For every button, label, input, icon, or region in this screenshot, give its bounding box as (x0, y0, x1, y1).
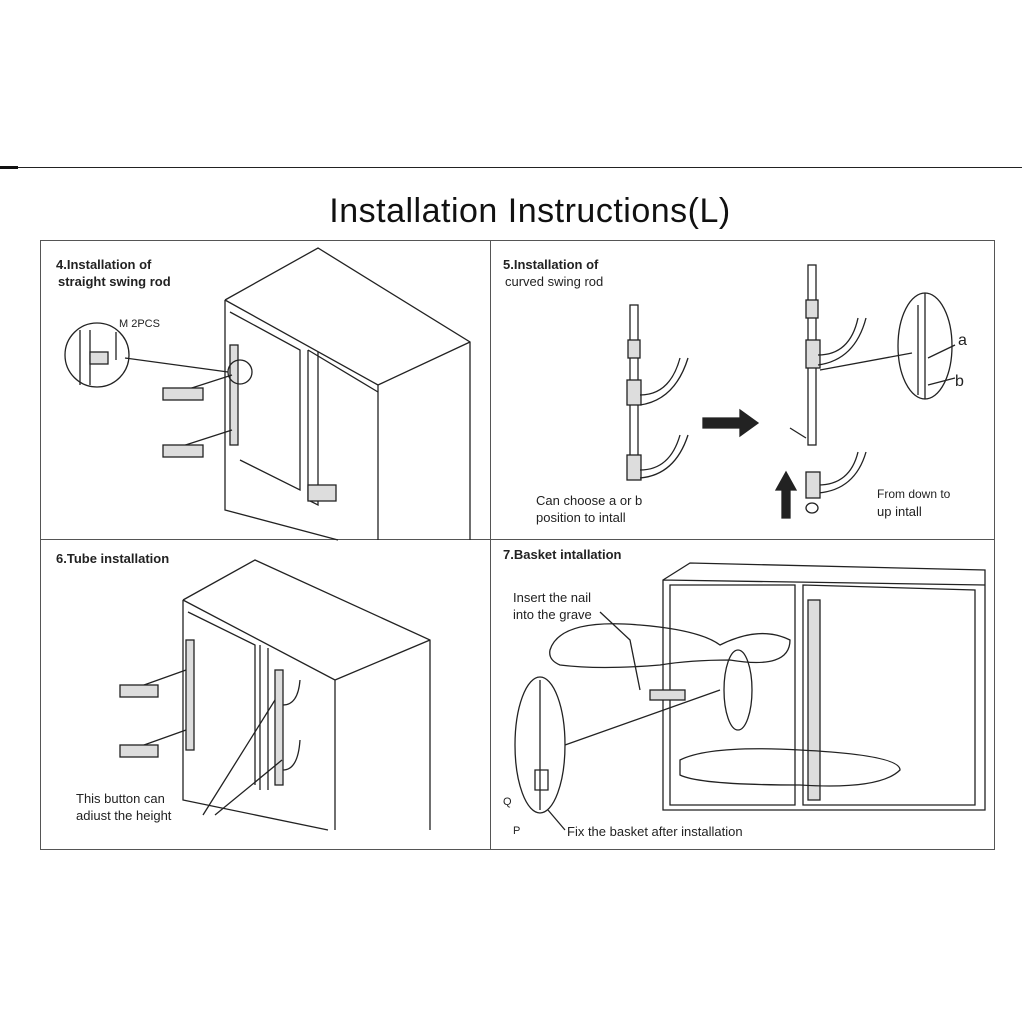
straight-swing-rod-diagram (64, 322, 253, 458)
curved-rod-diagram-left (626, 304, 689, 481)
step4-subtitle: straight swing rod (58, 274, 171, 289)
height-note: This button can adiust the height (76, 790, 171, 824)
nail-note: Insert the nail into the grave (513, 589, 592, 623)
position-note-line1: Can choose a or b (536, 493, 643, 508)
fix-basket-note: Fix the basket after installation (567, 824, 743, 839)
part-p-label: P (513, 825, 521, 837)
divider-vertical (490, 240, 491, 850)
height-note-line2: adiust the height (76, 808, 172, 823)
step5-heading: 5.Installation of curved swing rod (503, 256, 603, 290)
height-note-line1: This button can (76, 791, 165, 806)
cabinet-diagram-step4 (224, 247, 471, 541)
page-title: Installation Instructions(L) (329, 192, 731, 230)
step6-title: 6.Tube installation (56, 551, 170, 566)
step5-title: 5.Installation of (503, 257, 599, 272)
nail-note-line1: Insert the nail (513, 590, 592, 605)
position-a-label: a (958, 332, 967, 349)
up-arrow-icon (774, 470, 798, 519)
direction-note-line1: From down to (877, 487, 951, 501)
nail-note-line2: into the grave (513, 607, 592, 622)
curved-rod-diagram-right (789, 264, 956, 514)
part-q-label: Q (503, 796, 512, 808)
rule-mark (0, 166, 18, 169)
divider-horizontal (40, 539, 995, 540)
cabinet-diagram-step7 (514, 562, 986, 831)
step5-subtitle: curved swing rod (505, 274, 604, 289)
instruction-grid (40, 240, 995, 850)
step4-heading: 4.Installation of straight swing rod (56, 256, 171, 290)
direction-note: From down to up intall (877, 486, 950, 520)
cabinet-diagram-step6 (119, 559, 431, 831)
screw-quantity-note: M 2PCS (119, 318, 160, 330)
direction-note-line2: up intall (877, 504, 922, 519)
position-note-line2: position to intall (536, 510, 626, 525)
step7-title: 7.Basket intallation (503, 547, 622, 562)
position-note: Can choose a or b position to intall (536, 492, 642, 526)
step4-title: 4.Installation of (56, 257, 152, 272)
position-b-label: b (955, 373, 964, 390)
top-rule (0, 167, 1022, 168)
right-arrow-icon (702, 408, 760, 438)
